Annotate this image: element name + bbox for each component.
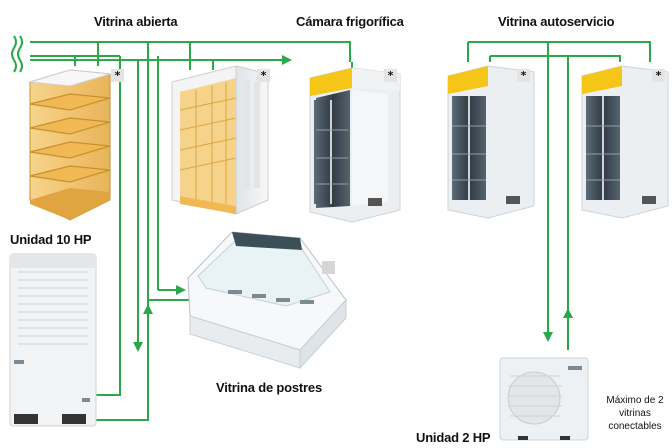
outdoor-unit-2hp: [499, 357, 589, 441]
marker-dessert-case: [322, 261, 335, 274]
outdoor-unit-10hp: [9, 253, 97, 427]
label-cold-room: Cámara frigorífica: [296, 14, 404, 29]
dessert-case: [187, 231, 347, 370]
cold-room-cabinet: [309, 67, 401, 223]
asterisk-marker-self-service-1: *: [517, 69, 530, 82]
pipe-inlet-squiggle: [11, 35, 23, 73]
label-dessert-case: Vitrina de postres: [216, 380, 322, 395]
open-multideck: [171, 65, 269, 215]
asterisk-marker-multideck: *: [257, 69, 270, 82]
note-max-cases: Máximo de 2 vitrinas conectables: [600, 394, 670, 433]
open-shelf-wood: [29, 69, 111, 221]
label-unit-10hp: Unidad 10 HP: [10, 232, 92, 247]
pipes-2hp-system: [467, 41, 651, 350]
label-open-case: Vitrina abierta: [94, 14, 178, 29]
note-line-1: Máximo de 2: [606, 395, 664, 406]
asterisk-marker-open-shelf: *: [111, 69, 124, 82]
note-line-3: conectables: [608, 421, 662, 432]
asterisk-marker-cold-room: *: [384, 69, 397, 82]
label-self-service-case: Vitrina autoservicio: [498, 14, 615, 29]
self-service-cabinet-1: [447, 65, 535, 219]
self-service-cabinet-2: [581, 65, 669, 219]
label-unit-2hp: Unidad 2 HP: [416, 430, 491, 445]
asterisk-marker-self-service-2: *: [652, 69, 665, 82]
note-line-2: vitrinas: [619, 408, 651, 419]
